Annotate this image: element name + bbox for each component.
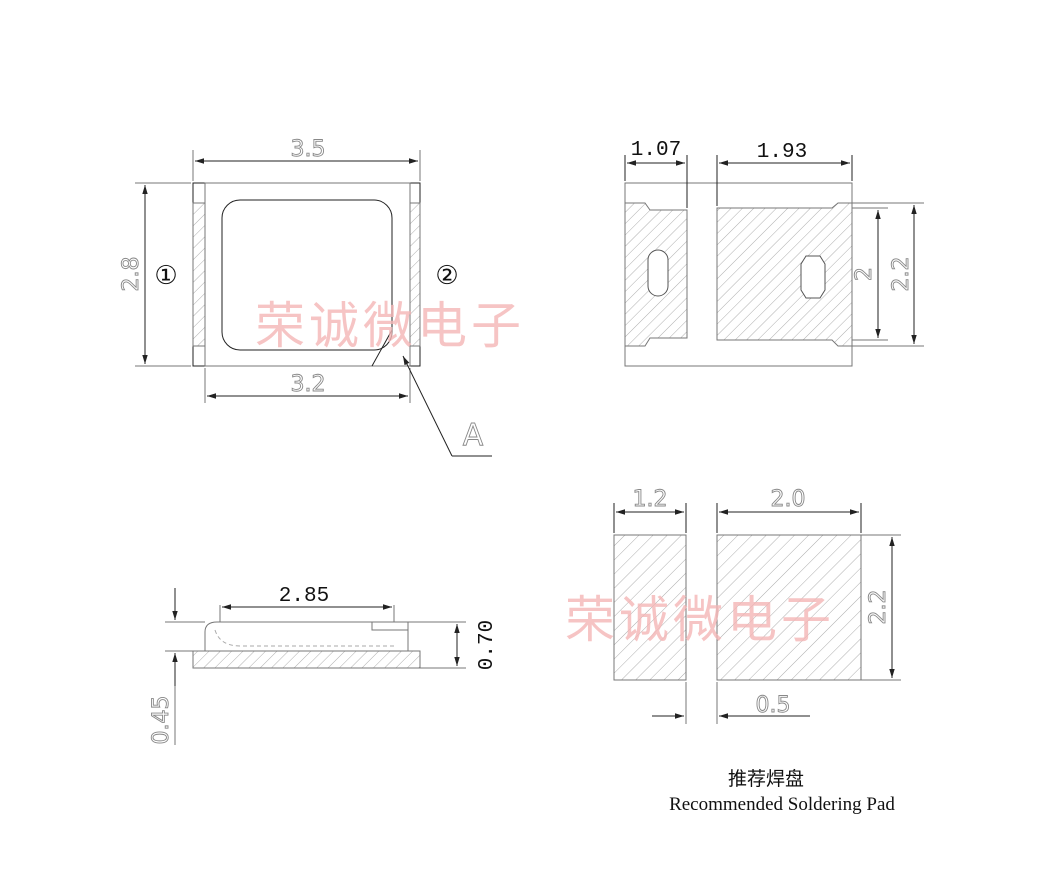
dim-label-1-2: 1.2 — [633, 487, 668, 512]
dim-label-0-5: 0.5 — [756, 693, 791, 718]
dim-label-1-93: 1.93 — [757, 141, 807, 164]
pin1-label: ① — [154, 261, 177, 291]
side-lens — [204, 621, 409, 651]
dim-label-3-5: 3.5 — [291, 137, 326, 162]
bottom-view: 1.07 1.93 2 2.2 — [624, 139, 924, 367]
marker-leader — [402, 355, 453, 457]
pin2-label: ② — [435, 261, 458, 291]
polarity-chamfer — [371, 329, 393, 367]
top-view: 3.5 2.8 3.2 ① ② A — [119, 137, 492, 457]
dim-label-2-85: 2.85 — [279, 585, 329, 608]
top-right-electrode — [409, 202, 421, 347]
dim-label-2-2-bottom: 2.2 — [889, 257, 914, 292]
solder-pad-right — [716, 534, 862, 681]
dim-label-2: 2 — [852, 267, 877, 281]
dim-label-2-2-pad: 2.2 — [866, 590, 891, 625]
bottom-right-hole — [800, 255, 826, 299]
caption-cn: 推荐焊盘 — [728, 768, 804, 790]
watermark-bottom: 荣诚微电子 — [565, 591, 835, 649]
solder-pad-left — [613, 534, 687, 681]
solder-pad-view: 1.2 2.0 2.2 0.5 推荐焊盘 Recommended Solderi… — [613, 487, 901, 815]
dim-label-3-2: 3.2 — [291, 372, 326, 397]
dim-label-2-8: 2.8 — [119, 257, 144, 292]
watermark-top: 荣诚微电子 — [255, 297, 525, 355]
marker-label: A — [463, 418, 484, 453]
top-left-electrode — [192, 202, 206, 347]
side-substrate — [192, 650, 421, 669]
dim-label-2-0: 2.0 — [771, 487, 806, 512]
dim-label-1-07: 1.07 — [631, 139, 681, 162]
bottom-left-hole — [647, 249, 669, 297]
dim-label-0-45: 0.45 — [149, 696, 174, 745]
side-view: 2.85 0.70 0.45 — [149, 585, 499, 745]
caption-en: Recommended Soldering Pad — [669, 794, 895, 815]
bottom-right-pad — [716, 202, 853, 347]
dim-label-0-70: 0.70 — [476, 620, 499, 670]
top-lens-outline — [221, 199, 393, 351]
